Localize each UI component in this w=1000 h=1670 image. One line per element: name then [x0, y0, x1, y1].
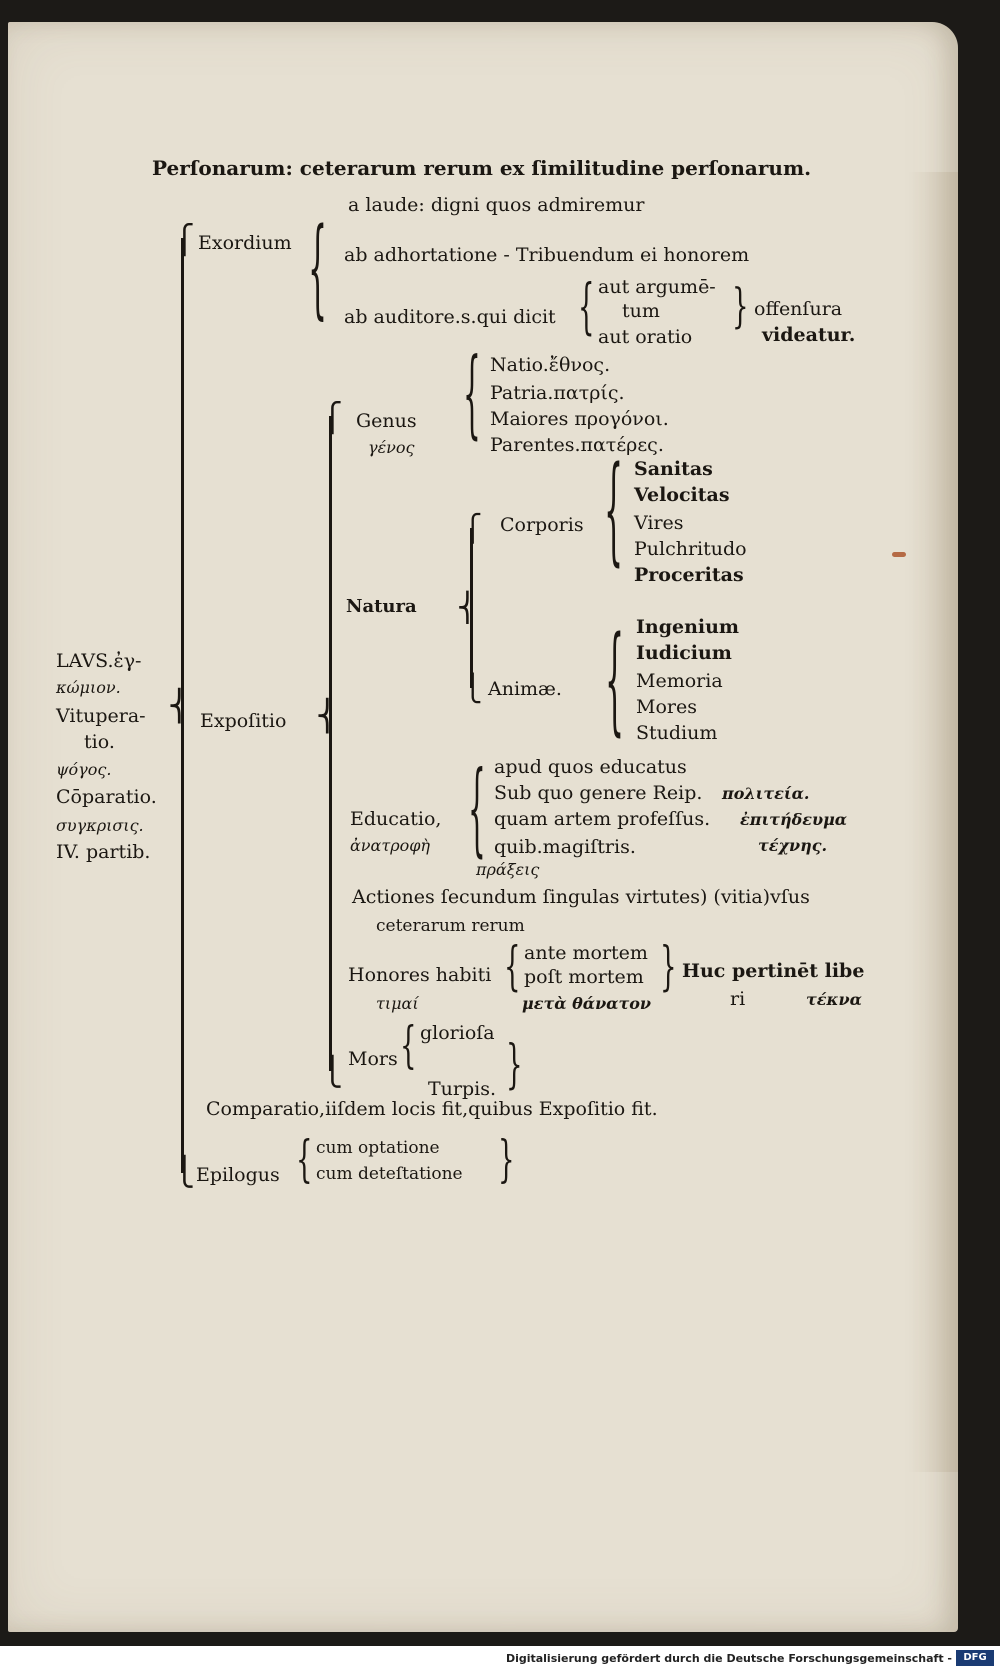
educatio-item: quam artem profeſſus. [494, 808, 711, 830]
natura-brace-bottom: ⎩ [463, 674, 483, 704]
expositio-brace-line [329, 416, 332, 1071]
educatio-item: quib.magiſtris. [494, 836, 636, 858]
footer-text: Digitalisierung gefördert durch die Deut… [505, 1652, 952, 1665]
exordium-a-laude: a laude: digni quos admiremur [348, 194, 645, 216]
offensura-brace: } [732, 280, 749, 335]
honores-post: poſt mortem [524, 966, 644, 988]
educatio-epitedeuma: ἐπιτήδευμα [740, 810, 848, 829]
natura-label: Natura [346, 596, 417, 617]
exordium-ab-auditore: ab auditore.s.qui dicit [344, 306, 556, 328]
offensura-line1: offenſura [754, 298, 843, 320]
corporis-item: Sanitas [634, 458, 713, 480]
genus-item: Maiores προγόνοι. [490, 408, 669, 430]
laus-line: κώμιον. [56, 678, 121, 697]
laus-line: Cōparatio. [56, 786, 157, 808]
educatio-item: apud quos educatus [494, 756, 687, 778]
expositio-brace-top: ⎧ [322, 401, 343, 434]
honores-ante: ante mortem [524, 942, 648, 964]
educatio-praxeis: πράξεις [476, 860, 540, 879]
laus-line: tio. [84, 731, 115, 753]
actiones-line1: Actiones ſecundum ſingulas virtutes) (vi… [352, 886, 810, 908]
animae-item: Iudicium [636, 642, 732, 664]
animae-item: Ingenium [636, 616, 740, 638]
actiones-line2: ceterarum rerum [376, 916, 525, 936]
epilogus-close-brace: } [498, 1132, 515, 1190]
animae-label: Animæ. [488, 678, 562, 700]
expositio-brace-bottom: ⎩ [322, 1055, 343, 1088]
page-mark [892, 552, 906, 557]
corporis-item: Pulchritudo [634, 538, 747, 560]
brace-bottom-hook: ⎩ [174, 1155, 195, 1188]
educatio-label: Educatio, [350, 808, 442, 830]
laus-line: Vitupera- [56, 705, 146, 727]
educatio-brace: { [468, 749, 486, 868]
honores-tekna: τέκνα [806, 990, 862, 1009]
main-brace-line [181, 238, 184, 1173]
mors-turpis: Turpis. [428, 1078, 497, 1100]
natura-brace-line [470, 528, 473, 688]
genus-greek: γένος [368, 438, 415, 457]
genus-item: Patria.πατρίς. [490, 382, 625, 404]
animae-brace: { [605, 614, 625, 751]
aut-argumentum-line1: aut argumē- [598, 276, 716, 298]
laus-line: ψόγος. [56, 760, 112, 779]
honores-ri: ri [730, 988, 746, 1010]
educatio-item: Sub quo genere Reip. [494, 782, 703, 804]
genus-item: Natio.ἔθνος. [490, 354, 611, 376]
genus-label: Genus [356, 410, 417, 432]
laus-line: συγκρισις. [56, 816, 144, 835]
animae-item: Mores [636, 696, 697, 718]
aut-argumentum-line2: tum [622, 300, 660, 322]
epilogus-item: cum deteſtatione [316, 1164, 463, 1184]
genus-brace: { [463, 337, 481, 450]
natura-brace-mid: ⎨ [457, 591, 478, 624]
mors-brace: { [400, 1018, 417, 1076]
mors-gloriosa: glorioſa [420, 1022, 495, 1044]
educatio-politeia: πολιτεία. [722, 784, 810, 803]
page-header: Perſonarum: ceterarum rerum ex ſimilitud… [152, 156, 812, 180]
epilogus-brace: { [296, 1132, 313, 1190]
expositio-brace-mid: ⎨ [316, 699, 339, 734]
laus-line: LAVS.ἐγ- [56, 650, 142, 672]
huc-brace: } [660, 938, 677, 998]
exordium-ab-adhortatione: ab adhortatione - Tribuendum ei honorem [344, 244, 750, 266]
brace-mid-point: ⎨ [168, 689, 191, 724]
honores-brace: { [504, 938, 521, 998]
honores-meta: μετὰ θάνατον [522, 994, 652, 1013]
brace-top-hook: ⎧ [174, 223, 195, 256]
mors-close-brace: } [506, 1036, 523, 1096]
mors-label: Mors [348, 1048, 398, 1070]
footer-bar [0, 1646, 1000, 1670]
corporis-item: Vires [634, 512, 684, 534]
comparatio-line: Comparatio,iiſdem locis fit,quibus Expoſ… [206, 1098, 658, 1120]
educatio-greek: ἀνατροφὴ [350, 836, 431, 855]
exordium-label: Exordium [198, 232, 292, 254]
dfg-logo: DFG [956, 1650, 994, 1666]
honores-label: Honores habiti [348, 964, 492, 986]
honores-huc: Huc pertinēt libe [682, 960, 865, 982]
auditore-brace: { [578, 273, 595, 343]
epilogus-label: Epilogus [196, 1164, 280, 1186]
corporis-label: Corporis [500, 514, 584, 536]
honores-greek: τιμαί [376, 994, 419, 1013]
natura-brace-top: ⎧ [463, 514, 483, 544]
laus-line: IV. partib. [56, 841, 151, 863]
book-page [8, 22, 958, 1632]
expositio-label: Expoſitio [200, 710, 287, 732]
genus-item: Parentes.πατέρες. [490, 434, 664, 456]
offensura-line2: videatur. [762, 324, 856, 346]
exordium-brace: { [308, 207, 328, 334]
corporis-brace: { [604, 444, 624, 581]
aut-oratio: aut oratio [598, 326, 693, 348]
animae-item: Studium [636, 722, 718, 744]
corporis-item: Proceritas [634, 564, 744, 586]
corporis-item: Velocitas [634, 484, 730, 506]
educatio-technes: τέχνης. [758, 836, 828, 855]
epilogus-item: cum optatione [316, 1138, 440, 1158]
animae-item: Memoria [636, 670, 723, 692]
